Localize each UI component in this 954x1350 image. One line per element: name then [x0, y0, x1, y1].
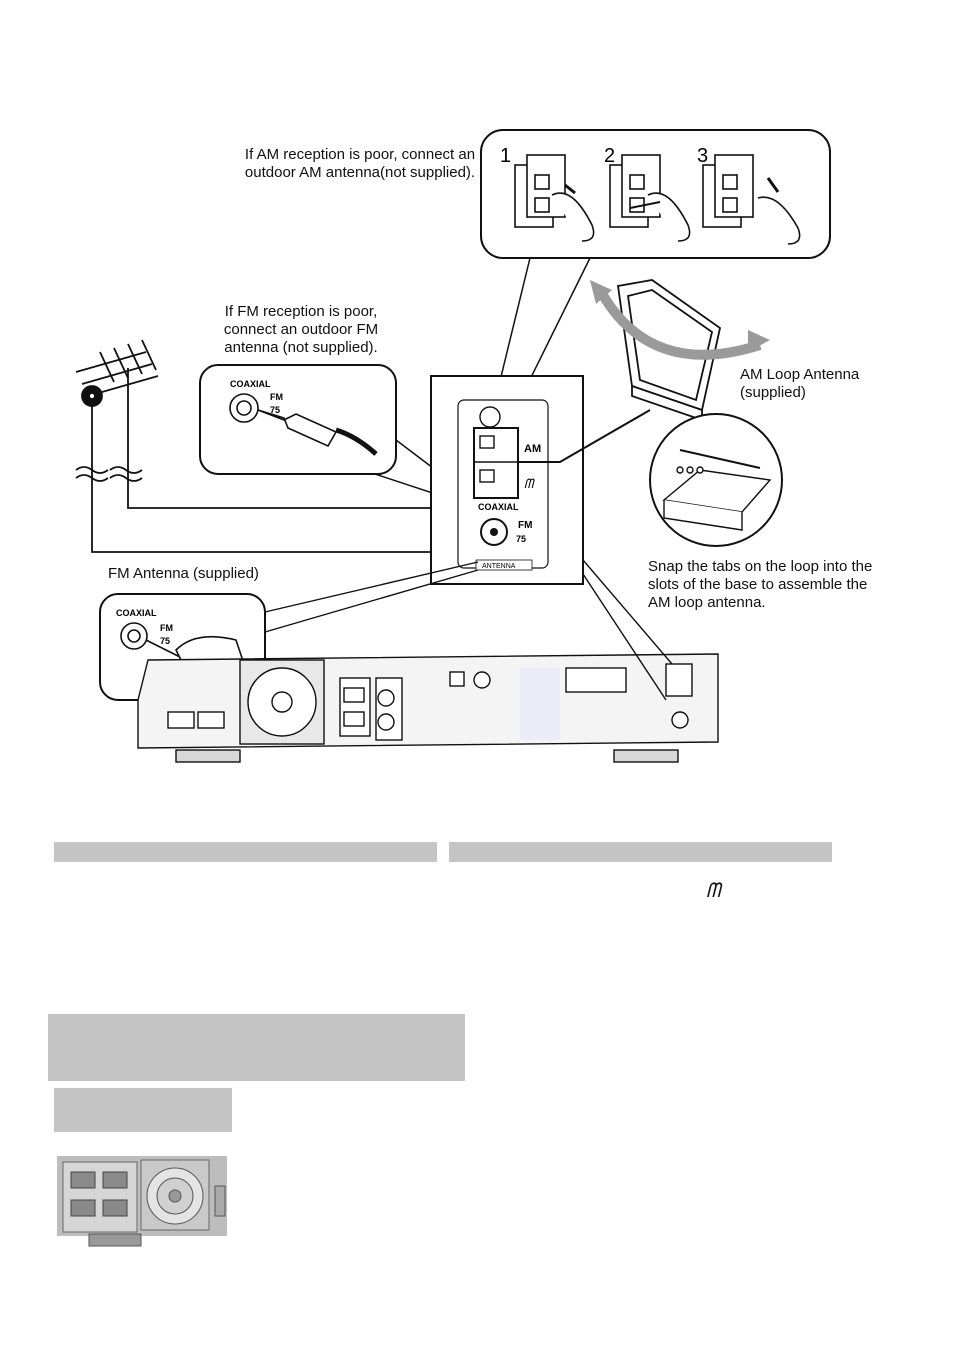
- subsection-heading-block: [54, 1088, 232, 1132]
- ground-symbol: ᗰ: [524, 476, 535, 491]
- antenna-connection-diagram: 1 2 3 COAXIAL FM 75 AM ᗰ COAXIAL FM 75: [75, 129, 831, 763]
- am-loop-label: AM Loop Antenna (supplied): [740, 366, 900, 402]
- panel-fm-label: FM: [518, 520, 532, 531]
- panel-antenna-label: ANTENNA: [482, 563, 516, 570]
- receiver-rear-panel: [137, 653, 719, 763]
- fm-antenna-label: FM Antenna (supplied): [108, 565, 259, 582]
- am-outdoor-note-line-1: If AM reception is poor, connect an: [244, 146, 476, 163]
- am-outdoor-note-line-2: outdoor AM antenna(not supplied).: [244, 164, 476, 181]
- inset-top-connector: [229, 393, 378, 456]
- panel-coaxial-label: COAXIAL: [478, 502, 519, 512]
- am-loop-label-line-2: (supplied): [740, 384, 806, 401]
- step-2-number: 2: [604, 145, 615, 167]
- inset-bottom-ohm: 75: [160, 636, 170, 646]
- inset-bottom-fm: FM: [160, 623, 173, 633]
- fm-outdoor-note-line-2: connect an outdoor FM: [223, 321, 379, 338]
- snap-note-line-3: AM loop antenna.: [648, 594, 766, 611]
- step-2-clip: [609, 154, 691, 242]
- section-bar-left: [54, 842, 437, 862]
- ground-symbol-text: ᗰ: [706, 880, 721, 902]
- fm-outdoor-note-line-3: antenna (not supplied).: [224, 339, 378, 356]
- fm-outdoor-note: If FM reception is poor, connect an outd…: [206, 303, 396, 357]
- inset-bottom-coaxial: COAXIAL: [116, 608, 157, 618]
- am-loop-label-line-1: AM Loop Antenna: [740, 366, 860, 383]
- rotation-arrow: [595, 287, 762, 360]
- step-1-clip: [514, 154, 595, 242]
- snap-note-line-1: Snap the tabs on the loop into the: [648, 558, 873, 575]
- inset-top-coaxial: COAXIAL: [230, 379, 271, 389]
- am-outdoor-note: If AM reception is poor, connect an outd…: [230, 146, 490, 182]
- fm-outdoor-note-line-1: If FM reception is poor,: [224, 303, 378, 320]
- panel-am-label: AM: [524, 443, 541, 455]
- snap-note: Snap the tabs on the loop into the slots…: [648, 558, 908, 612]
- inset-top-fm: FM: [270, 392, 283, 402]
- step-1-number: 1: [500, 145, 511, 167]
- section-heading-block: [48, 1014, 465, 1081]
- snap-note-line-2: slots of the base to assemble the: [648, 576, 868, 593]
- section-bar-right: [449, 842, 832, 862]
- step-3-clip: [702, 154, 801, 245]
- step-3-number: 3: [697, 145, 708, 167]
- inset-top-ohm: 75: [270, 405, 280, 415]
- speaker-terminal-photo: [57, 1156, 227, 1247]
- panel-fm-ohm-label: 75: [516, 534, 526, 544]
